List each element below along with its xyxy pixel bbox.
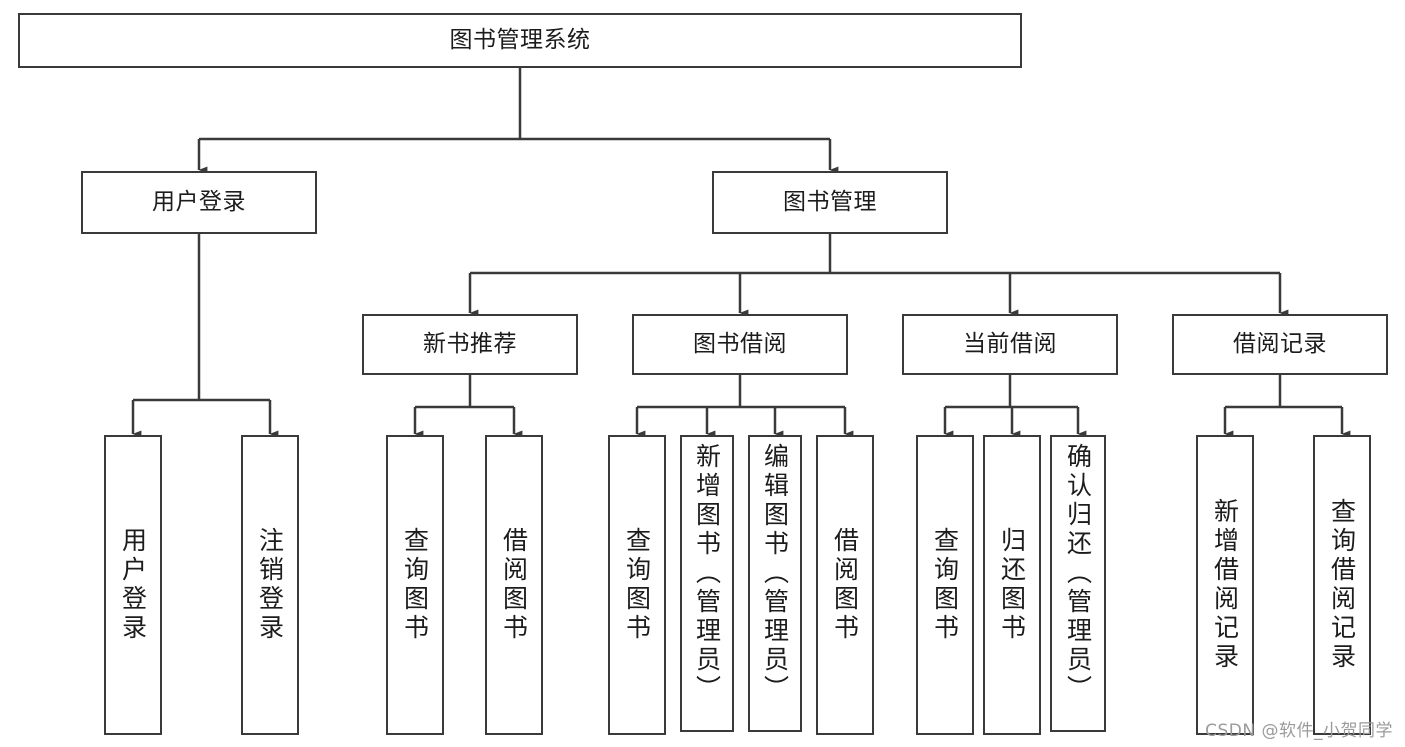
node-label: 用户登录 xyxy=(152,188,246,215)
node-records[interactable]: 借阅记录 xyxy=(1172,314,1388,375)
node-label: 归还图书 xyxy=(997,527,1027,643)
node-current[interactable]: 当前借阅 xyxy=(902,314,1118,375)
node-leaf-rec-2[interactable]: 查询借阅记录 xyxy=(1313,435,1371,735)
node-leaf-new-1[interactable]: 查询图书 xyxy=(386,435,444,735)
node-label: 新书推荐 xyxy=(423,330,517,357)
node-label: 查询图书 xyxy=(400,527,430,643)
node-label: 查询图书 xyxy=(930,527,960,643)
node-label: 新增借阅记录 xyxy=(1210,498,1240,672)
node-leaf-login-2[interactable]: 注销登录 xyxy=(241,435,299,735)
node-label: 查询借阅记录 xyxy=(1327,498,1357,672)
node-label: 借阅图书 xyxy=(499,527,529,643)
node-label: 查询图书 xyxy=(622,527,652,643)
node-label: 确认归还（管理员） xyxy=(1063,443,1093,704)
node-bookmgmt[interactable]: 图书管理 xyxy=(712,171,948,234)
node-borrow[interactable]: 图书借阅 xyxy=(632,314,848,375)
node-root[interactable]: 图书管理系统 xyxy=(18,13,1022,68)
node-leaf-borrow-2[interactable]: 新增图书（管理员） xyxy=(680,435,734,732)
node-label: 注销登录 xyxy=(255,527,285,643)
node-label: 当前借阅 xyxy=(963,330,1057,357)
node-leaf-cur-1[interactable]: 查询图书 xyxy=(916,435,974,735)
node-login[interactable]: 用户登录 xyxy=(81,171,317,234)
node-leaf-new-2[interactable]: 借阅图书 xyxy=(485,435,543,735)
node-leaf-rec-1[interactable]: 新增借阅记录 xyxy=(1196,435,1254,735)
node-newbook[interactable]: 新书推荐 xyxy=(362,314,578,375)
node-label: 图书管理 xyxy=(783,188,877,215)
node-leaf-cur-2[interactable]: 归还图书 xyxy=(983,435,1041,735)
node-label: 图书借阅 xyxy=(693,330,787,357)
node-label: 用户登录 xyxy=(118,527,148,643)
node-label: 图书管理系统 xyxy=(449,26,591,53)
node-leaf-borrow-3[interactable]: 编辑图书（管理员） xyxy=(748,435,802,732)
node-leaf-borrow-4[interactable]: 借阅图书 xyxy=(816,435,874,735)
node-leaf-login-1[interactable]: 用户登录 xyxy=(104,435,162,735)
node-label: 编辑图书（管理员） xyxy=(760,443,790,704)
node-label: 借阅图书 xyxy=(830,527,860,643)
node-leaf-borrow-1[interactable]: 查询图书 xyxy=(608,435,666,735)
node-label: 借阅记录 xyxy=(1233,330,1327,357)
node-label: 新增图书（管理员） xyxy=(692,443,722,704)
node-leaf-cur-3[interactable]: 确认归还（管理员） xyxy=(1050,435,1106,732)
